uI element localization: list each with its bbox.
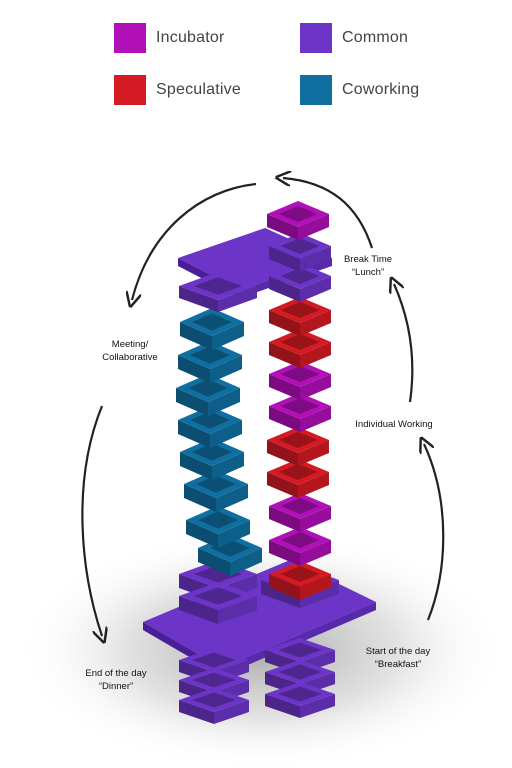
arrow-meeting-to-end: [81, 405, 102, 636]
break-time-line1: Break Time: [343, 254, 393, 265]
cycle-label-meeting: Meeting/ Collaborative: [82, 338, 178, 364]
legend-item-common: Common: [300, 23, 408, 53]
incubator-module: [269, 361, 331, 400]
cycle-label-start: Start of the day “Breakfast”: [348, 645, 448, 671]
break-time-line2: “Lunch”: [351, 267, 385, 278]
coworking-module: [176, 374, 240, 416]
start-line1: Start of the day: [365, 646, 431, 657]
cycle-label-break-time: Break Time “Lunch”: [332, 253, 404, 279]
legend-label-coworking: Coworking: [342, 81, 420, 98]
legend-label-common: Common: [342, 29, 409, 46]
coworking-module: [180, 308, 244, 350]
arrow-start-to-individual: [424, 444, 445, 621]
meeting-line2: Collaborative: [102, 352, 158, 363]
incubator-module: [269, 393, 331, 432]
coworking-module: [184, 470, 248, 512]
cycle-label-end: End of the day “Dinner”: [66, 667, 166, 693]
arrow-top-to-meeting: [132, 182, 257, 300]
coworking-module: [178, 406, 242, 448]
common-module: [269, 233, 331, 272]
speculative-module: [267, 427, 329, 466]
lower-common-module: [179, 688, 249, 724]
coworking-module: [180, 438, 244, 480]
tower-diagram: [17, 120, 507, 768]
cycle-arrows: [81, 178, 445, 636]
arrow-break-to-top: [283, 178, 374, 249]
start-line2: “Breakfast”: [374, 659, 422, 670]
lower-common-module: [179, 582, 257, 624]
speculative-module: [269, 297, 331, 336]
legend-label-incubator: Incubator: [156, 29, 225, 46]
incubator-module: [269, 527, 331, 566]
legend-item-speculative: Speculative: [114, 75, 241, 105]
incubator-module: [267, 201, 329, 240]
end-line1: End of the day: [85, 668, 147, 679]
speculative-module: [269, 329, 331, 368]
coworking-module: [186, 506, 250, 548]
incubator-module: [269, 493, 331, 532]
legend-swatch-speculative: [114, 75, 146, 105]
legend-swatch-incubator: [114, 23, 146, 53]
legend-item-incubator: Incubator: [114, 23, 225, 53]
cycle-label-individual: Individual Working: [344, 418, 444, 431]
speculative-module: [269, 561, 331, 600]
common-module: [269, 263, 331, 302]
common-module: [179, 272, 257, 312]
end-line2: “Dinner”: [98, 681, 134, 692]
legend-item-coworking: Coworking: [300, 75, 419, 105]
legend: Incubator Common Speculative Coworking: [0, 0, 512, 120]
arrow-individual-to-break: [394, 284, 414, 403]
legend-label-speculative: Speculative: [156, 81, 241, 98]
legend-swatch-coworking: [300, 75, 332, 105]
legend-swatch-common: [300, 23, 332, 53]
lower-common-module: [265, 682, 335, 718]
individual-working-text: Individual Working: [355, 419, 433, 430]
meeting-line1: Meeting/: [111, 339, 149, 350]
coworking-module: [178, 341, 242, 383]
speculative-module: [267, 459, 329, 498]
